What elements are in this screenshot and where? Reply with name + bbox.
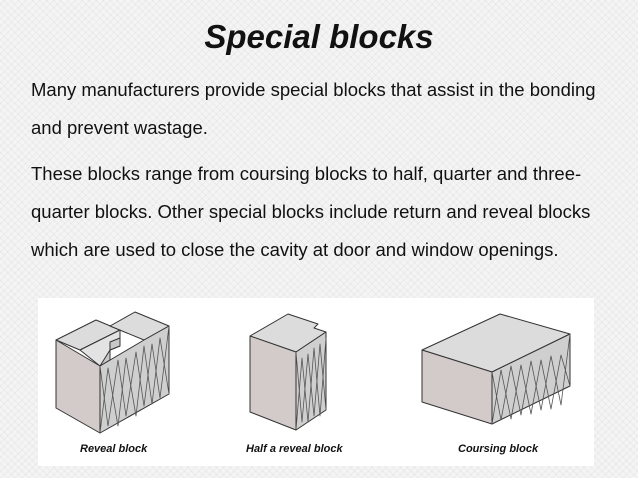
coursing-block-drawing bbox=[421, 313, 571, 425]
half-reveal-block-drawing bbox=[249, 313, 327, 431]
paragraph-block-range: These blocks range from coursing blocks … bbox=[31, 163, 591, 260]
reveal-block-drawing bbox=[55, 311, 170, 434]
paragraph-manufacturers: Many manufacturers provide special block… bbox=[31, 79, 596, 138]
special-blocks-figure: Reveal block Half a reveal block Coursin… bbox=[38, 298, 594, 466]
caption-reveal-block: Reveal block bbox=[80, 443, 148, 455]
slide-title: Special blocks bbox=[204, 18, 434, 55]
caption-half-reveal-block: Half a reveal block bbox=[246, 443, 343, 455]
caption-coursing-block: Coursing block bbox=[458, 443, 539, 455]
blocks-illustration bbox=[55, 311, 571, 434]
